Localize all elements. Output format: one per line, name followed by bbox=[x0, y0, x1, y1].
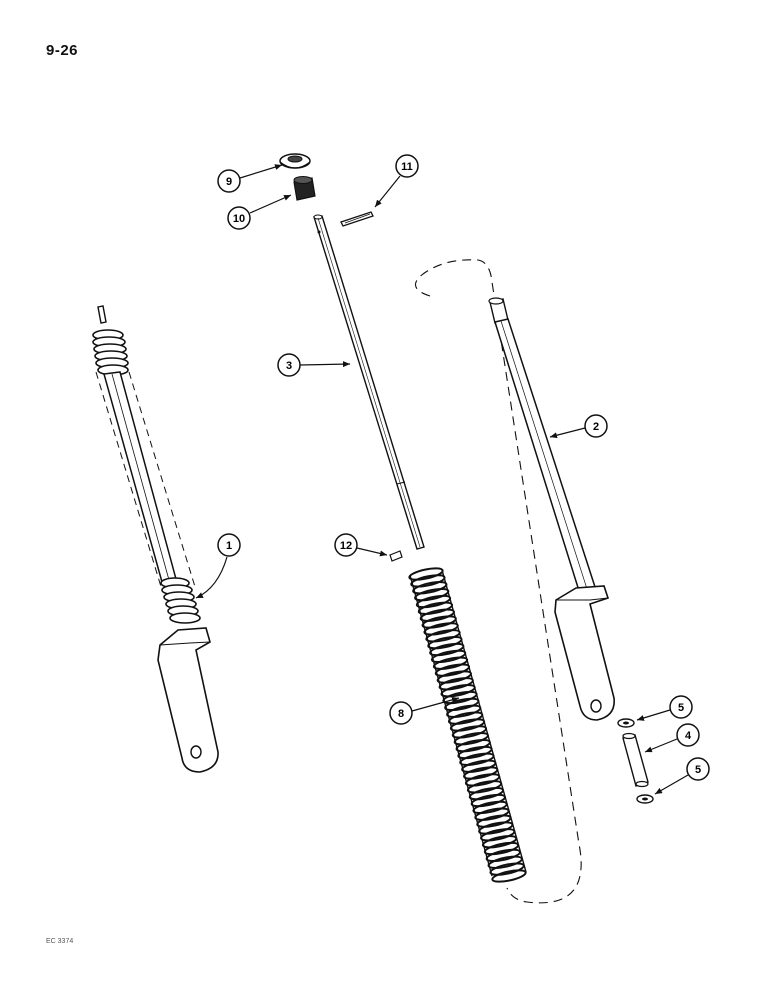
part-12-pin bbox=[389, 550, 403, 562]
part-8-coil-spring bbox=[408, 567, 527, 883]
spring-coil bbox=[423, 622, 459, 636]
spring-coil bbox=[408, 567, 444, 581]
callout-5-lower-label: 5 bbox=[695, 764, 701, 776]
part-5-washer-upper bbox=[617, 718, 635, 728]
callout-8: 8 bbox=[389, 696, 460, 725]
callout-5-upper-label: 5 bbox=[678, 702, 684, 714]
callout-4: 4 bbox=[644, 723, 700, 753]
callout-9: 9 bbox=[217, 164, 283, 193]
part-1-upper-spring bbox=[92, 329, 129, 376]
spring-coil bbox=[419, 608, 455, 622]
spring-coil bbox=[480, 828, 516, 842]
spring-coil bbox=[455, 738, 491, 753]
callout-1: 1 bbox=[195, 533, 241, 599]
spring-coil bbox=[483, 841, 520, 856]
spring-coil bbox=[429, 642, 465, 657]
spring-coil bbox=[447, 711, 484, 725]
spring-coil bbox=[415, 594, 452, 609]
spring-coil bbox=[453, 732, 489, 746]
spring-coil bbox=[442, 690, 478, 705]
part-8-dashed-group-outline bbox=[414, 259, 582, 904]
part-1-lower-spring bbox=[160, 577, 201, 624]
spring-coil bbox=[464, 773, 501, 787]
spring-coil bbox=[410, 574, 446, 588]
spring-coil bbox=[427, 635, 463, 650]
spring-coil bbox=[425, 629, 461, 643]
part-1-shaft-assembly bbox=[92, 305, 219, 773]
spring-coil bbox=[434, 663, 471, 677]
spring-coil bbox=[491, 869, 527, 883]
callout-5-upper: 5 bbox=[636, 695, 693, 721]
spring-coil bbox=[478, 821, 514, 835]
callout-10-label: 10 bbox=[233, 213, 245, 225]
part-5-washer-lower bbox=[636, 794, 654, 804]
spring-coil bbox=[489, 862, 525, 876]
spring-coil bbox=[444, 697, 480, 712]
figure-code: EC 3374 bbox=[46, 938, 74, 945]
callout-12: 12 bbox=[334, 533, 388, 557]
part-10-bushing bbox=[293, 176, 316, 201]
callout-2: 2 bbox=[549, 414, 608, 439]
spring-coil bbox=[446, 704, 482, 718]
spring-coil bbox=[430, 649, 467, 664]
spring-coil bbox=[466, 780, 503, 794]
callout-12-label: 12 bbox=[340, 540, 352, 552]
spring-coil bbox=[438, 677, 474, 691]
spring-coil bbox=[485, 848, 521, 863]
page-number: 9-26 bbox=[46, 42, 79, 59]
spring-coil bbox=[487, 855, 523, 869]
spring-coil bbox=[461, 759, 497, 773]
callout-5-lower: 5 bbox=[654, 757, 710, 795]
spring-coil bbox=[474, 807, 510, 821]
spring-coil bbox=[449, 718, 486, 732]
spring-coil bbox=[451, 725, 488, 739]
spring-coil bbox=[468, 786, 505, 801]
callout-8-label: 8 bbox=[398, 708, 404, 720]
part-11-roll-pin bbox=[340, 211, 374, 227]
spring-coil bbox=[432, 656, 469, 670]
spring-coil bbox=[436, 670, 472, 684]
callout-11: 11 bbox=[374, 154, 419, 208]
callout-2-label: 2 bbox=[593, 421, 599, 433]
spring-coil bbox=[472, 800, 508, 815]
callout-3-label: 3 bbox=[286, 360, 292, 372]
callout-4-label: 4 bbox=[685, 730, 692, 742]
spring-coil bbox=[457, 745, 493, 760]
part-4-pin bbox=[622, 732, 649, 788]
callout-11-label: 11 bbox=[401, 161, 413, 173]
spring-coil bbox=[481, 835, 518, 849]
spring-coil bbox=[440, 684, 476, 698]
spring-coil bbox=[463, 766, 499, 780]
spring-coil bbox=[414, 587, 450, 602]
part-3-rod bbox=[313, 214, 425, 550]
part-2-shaft bbox=[488, 297, 615, 721]
spring-coil bbox=[470, 793, 506, 808]
spring-coil bbox=[476, 814, 512, 828]
spring-coil bbox=[459, 752, 495, 766]
spring-coil bbox=[421, 615, 457, 629]
callout-1-label: 1 bbox=[226, 540, 232, 552]
callout-9-label: 9 bbox=[226, 176, 232, 188]
callout-3: 3 bbox=[277, 353, 351, 377]
part-9-cap bbox=[279, 153, 311, 169]
callout-10: 10 bbox=[227, 194, 292, 230]
spring-coil bbox=[412, 581, 448, 595]
spring-coil bbox=[417, 601, 454, 615]
